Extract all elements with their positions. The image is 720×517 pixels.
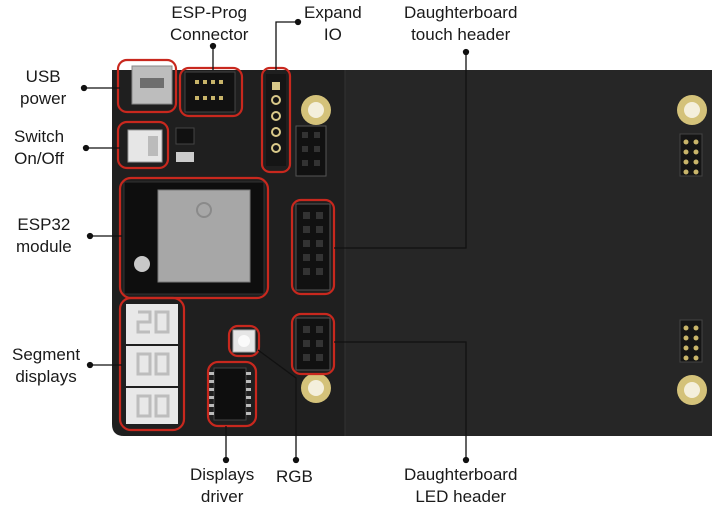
label-daughterboard-touch: Daughterboard touch header	[404, 2, 517, 46]
label-switch-text: Switch On/Off	[14, 127, 65, 168]
label-segment-displays: Segment displays	[12, 344, 80, 388]
label-expand-io: Expand IO	[304, 2, 362, 46]
label-esp-prog-text: ESP-Prog Connector	[170, 3, 249, 44]
display-driver-ic	[209, 367, 251, 421]
label-displays-driver: Displays driver	[190, 464, 254, 508]
label-rgb-text: RGB	[276, 467, 313, 486]
io-socket-header	[295, 125, 327, 177]
esp-prog-header	[184, 71, 236, 113]
esp32-module	[123, 181, 265, 295]
mounting-holes	[301, 95, 707, 405]
led-header	[295, 317, 331, 371]
label-displays-driver-text: Displays driver	[190, 465, 255, 506]
label-usb-power-text: USB power	[20, 67, 67, 108]
leader-lines	[80, 18, 470, 464]
segment-displays	[126, 304, 178, 424]
label-usb-power: USB power	[20, 66, 66, 110]
label-daughterboard-led: Daughterboard LED header	[404, 464, 517, 508]
label-rgb: RGB	[276, 466, 313, 488]
label-esp-prog: ESP-Prog Connector	[170, 2, 248, 46]
expand-io-pins	[266, 74, 286, 166]
label-esp32-module: ESP32 module	[16, 214, 72, 258]
label-daughterboard-led-text: Daughterboard LED header	[404, 465, 518, 506]
label-segment-displays-text: Segment displays	[12, 345, 81, 386]
label-expand-io-text: Expand IO	[304, 3, 362, 44]
label-esp32-module-text: ESP32 module	[16, 215, 72, 256]
rgb-led	[232, 329, 256, 353]
power-switch	[127, 127, 195, 163]
label-daughterboard-touch-text: Daughterboard touch header	[404, 3, 518, 44]
usb-connector	[131, 65, 173, 105]
right-pin-headers	[679, 133, 703, 363]
touch-header	[295, 203, 331, 291]
label-switch: Switch On/Off	[14, 126, 64, 170]
